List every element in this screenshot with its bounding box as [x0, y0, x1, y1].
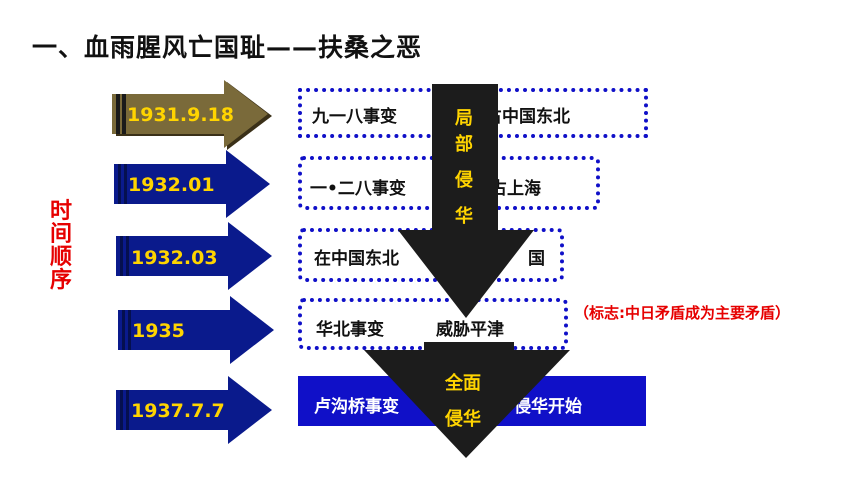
side-char: 序: [49, 268, 72, 293]
event-text: 卢沟桥事变: [314, 397, 399, 417]
full-invasion-label: 全面: [445, 373, 481, 394]
date-arrow-3: [116, 222, 272, 290]
side-char: 时: [49, 199, 72, 224]
event-text: 占上海: [490, 179, 541, 199]
date-arrow-1: [112, 80, 272, 150]
event-text: 威胁平津: [436, 320, 504, 340]
date-arrow-2: [114, 150, 270, 218]
partial-invasion-char: 侵: [455, 170, 473, 191]
side-char: 顺: [49, 245, 72, 270]
event-text: 一•二八事变: [310, 179, 406, 199]
lower-big-arrow: [364, 342, 570, 458]
time-order-label: 时 间 顺 序: [44, 200, 78, 292]
event-text: 九一八事变: [312, 107, 397, 127]
full-invasion-label: 侵华: [445, 409, 481, 430]
event-text: 占中国东北: [485, 107, 570, 127]
date-label: 1935: [132, 320, 185, 342]
date-label: 1931.9.18: [127, 104, 234, 126]
partial-invasion-char: 局: [455, 108, 473, 129]
partial-invasion-char: 部: [455, 134, 473, 155]
date-arrow-5: [116, 376, 272, 444]
event-text: 在中国东北: [314, 249, 399, 269]
note-text: （标志:中日矛盾成为主要矛盾）: [574, 304, 791, 322]
event-text: 华北事变: [316, 320, 384, 340]
date-arrow-4: [118, 296, 274, 364]
upper-big-arrow: [398, 84, 534, 318]
side-char: 间: [49, 222, 72, 247]
page-title: 一、血雨腥风亡国耻——扶桑之恶: [32, 33, 423, 62]
event-text: 国: [528, 249, 545, 269]
partial-invasion-char: 华: [455, 206, 473, 227]
event-text: 侵华开始: [514, 397, 582, 417]
date-label: 1932.01: [128, 174, 215, 196]
date-label: 1932.03: [131, 247, 218, 269]
date-label: 1937.7.7: [131, 400, 225, 422]
